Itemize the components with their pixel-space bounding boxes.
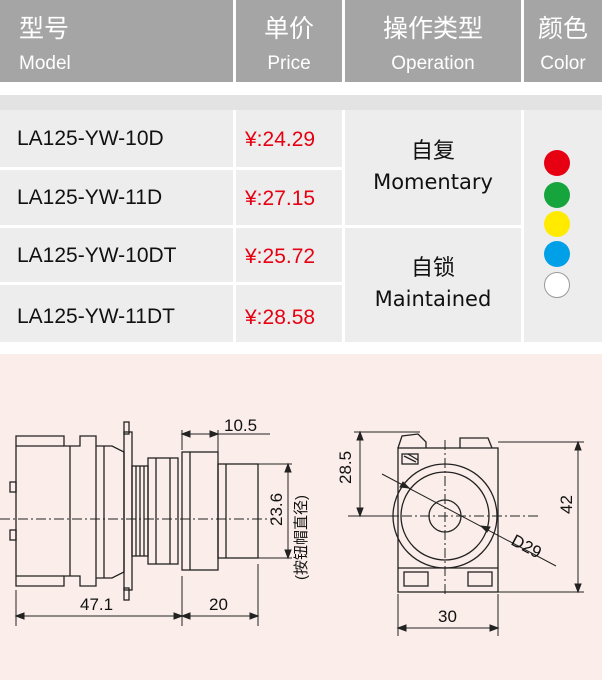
price-text: ¥:27.15 xyxy=(245,187,316,210)
dim-23-6: 23.6 xyxy=(267,493,286,526)
header-color: 颜色 Color xyxy=(524,0,602,82)
header-operation: 操作类型 Operation xyxy=(345,0,521,82)
operation-maintained-zh: 自锁 xyxy=(410,256,455,281)
operation-momentary-en: Momentary xyxy=(373,170,493,194)
dim-note-cap-diameter: (按钮帽直径) xyxy=(293,495,310,580)
price-cell xyxy=(236,170,342,225)
header-model-en: Model xyxy=(19,53,71,74)
color-dot-red xyxy=(544,150,570,176)
dim-30: 30 xyxy=(438,607,457,626)
model-text: LA125-YW-10D xyxy=(17,127,164,150)
operation-cell-maintained xyxy=(345,228,521,342)
price-cell xyxy=(236,228,342,282)
color-dot-white xyxy=(544,272,570,298)
price-cell xyxy=(236,110,342,167)
header-operation-zh: 操作类型 xyxy=(382,14,483,43)
technical-drawing: 10.5 23.6 (按钮帽直径) 47.1 20 28.5 42 30 D29 xyxy=(0,354,602,680)
dim-47-1: 47.1 xyxy=(80,595,113,614)
housing-outline xyxy=(15,435,97,587)
operation-maintained-en: Maintained xyxy=(374,287,492,311)
header-price-zh: 单价 xyxy=(263,14,314,43)
color-dot-blue xyxy=(544,241,570,267)
dim-10-5: 10.5 xyxy=(224,416,257,435)
model-text: LA125-YW-11DT xyxy=(17,305,175,328)
model-cell xyxy=(0,285,233,342)
model-cell xyxy=(0,110,233,167)
header-color-en: Color xyxy=(540,53,586,74)
dim-20: 20 xyxy=(209,595,228,614)
front-body xyxy=(397,447,499,593)
price-cell xyxy=(236,285,342,342)
dim-42: 42 xyxy=(557,495,576,514)
header-operation-en: Operation xyxy=(391,53,475,74)
header-price-en: Price xyxy=(267,53,311,74)
header-model: 型号 Model xyxy=(0,0,233,82)
price-text: ¥:24.29 xyxy=(245,128,316,151)
operation-momentary-zh: 自复 xyxy=(410,139,455,164)
model-text: LA125-YW-11D xyxy=(17,186,163,209)
model-cell xyxy=(0,228,233,282)
color-dot-green xyxy=(544,182,570,208)
dim-28-5: 28.5 xyxy=(336,451,355,484)
header-model-zh: 型号 xyxy=(19,14,70,43)
body-outline xyxy=(96,445,125,579)
price-text: ¥:25.72 xyxy=(245,245,316,268)
operation-momentary: 自复 Momentary xyxy=(345,141,521,193)
color-dot-yellow xyxy=(544,211,570,237)
model-text: LA125-YW-10DT xyxy=(17,244,177,267)
model-cell xyxy=(0,170,233,225)
header-price: 单价 Price xyxy=(236,0,342,82)
price-text: ¥:28.58 xyxy=(245,306,316,329)
operation-cell-momentary xyxy=(345,110,521,225)
drawing-svg: 10.5 23.6 (按钮帽直径) 47.1 20 28.5 42 30 D29 xyxy=(0,416,584,636)
separator-bar xyxy=(0,95,602,110)
header-color-zh: 颜色 xyxy=(537,14,588,43)
operation-maintained: 自锁 Maintained xyxy=(345,258,521,310)
